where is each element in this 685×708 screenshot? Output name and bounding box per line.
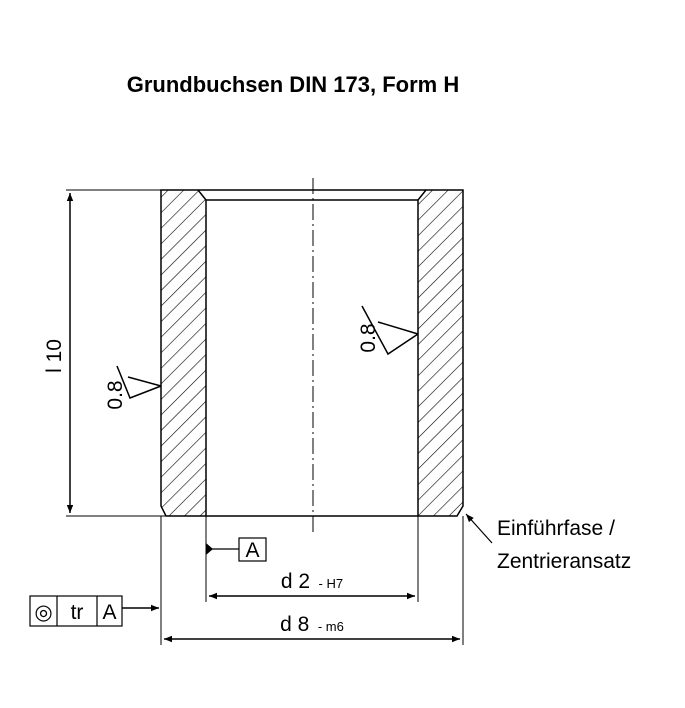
datum-label: A <box>245 539 259 562</box>
bore-outline <box>198 189 426 517</box>
outer-diameter-dimension: d 8 - m6 <box>164 613 460 643</box>
length-label: l 10 <box>43 339 66 373</box>
outer-diameter-label: d 8 <box>280 613 309 636</box>
tolerance-datum: A <box>102 601 116 624</box>
drawing-title: Grundbuchsen DIN 173, Form H <box>127 72 460 97</box>
chamfer-note: Einführfase / Zentrieransatz <box>465 513 631 573</box>
surface-finish-outer-value: 0.8 <box>104 380 127 409</box>
concentricity-icon: ◎ <box>34 601 52 624</box>
right-wall-section <box>417 189 464 517</box>
inner-diameter-dimension: d 2 - H7 <box>209 570 415 600</box>
note-line-2: Zentrieransatz <box>497 550 631 573</box>
note-line-1: Einführfase / <box>497 517 615 540</box>
tolerance-value: tr <box>71 601 84 624</box>
length-dimension: l 10 <box>43 189 166 517</box>
outer-diameter-tolerance: - m6 <box>318 619 344 634</box>
datum-marker: A <box>206 537 267 562</box>
surface-finish-inner-symbol: 0.8 <box>357 305 419 356</box>
surface-finish-outer-symbol: 0.8 <box>104 365 162 410</box>
inner-diameter-label: d 2 <box>281 570 310 593</box>
inner-diameter-tolerance: - H7 <box>319 576 344 591</box>
extension-lines <box>160 516 464 645</box>
svg-text:d 2 - H7: d 2 - H7 <box>281 570 343 593</box>
svg-text:d 8 - m6: d 8 - m6 <box>280 613 344 636</box>
surface-finish-inner-value: 0.8 <box>357 323 380 352</box>
tolerance-frame: ◎ tr A <box>29 595 159 627</box>
left-wall-section <box>160 189 207 517</box>
